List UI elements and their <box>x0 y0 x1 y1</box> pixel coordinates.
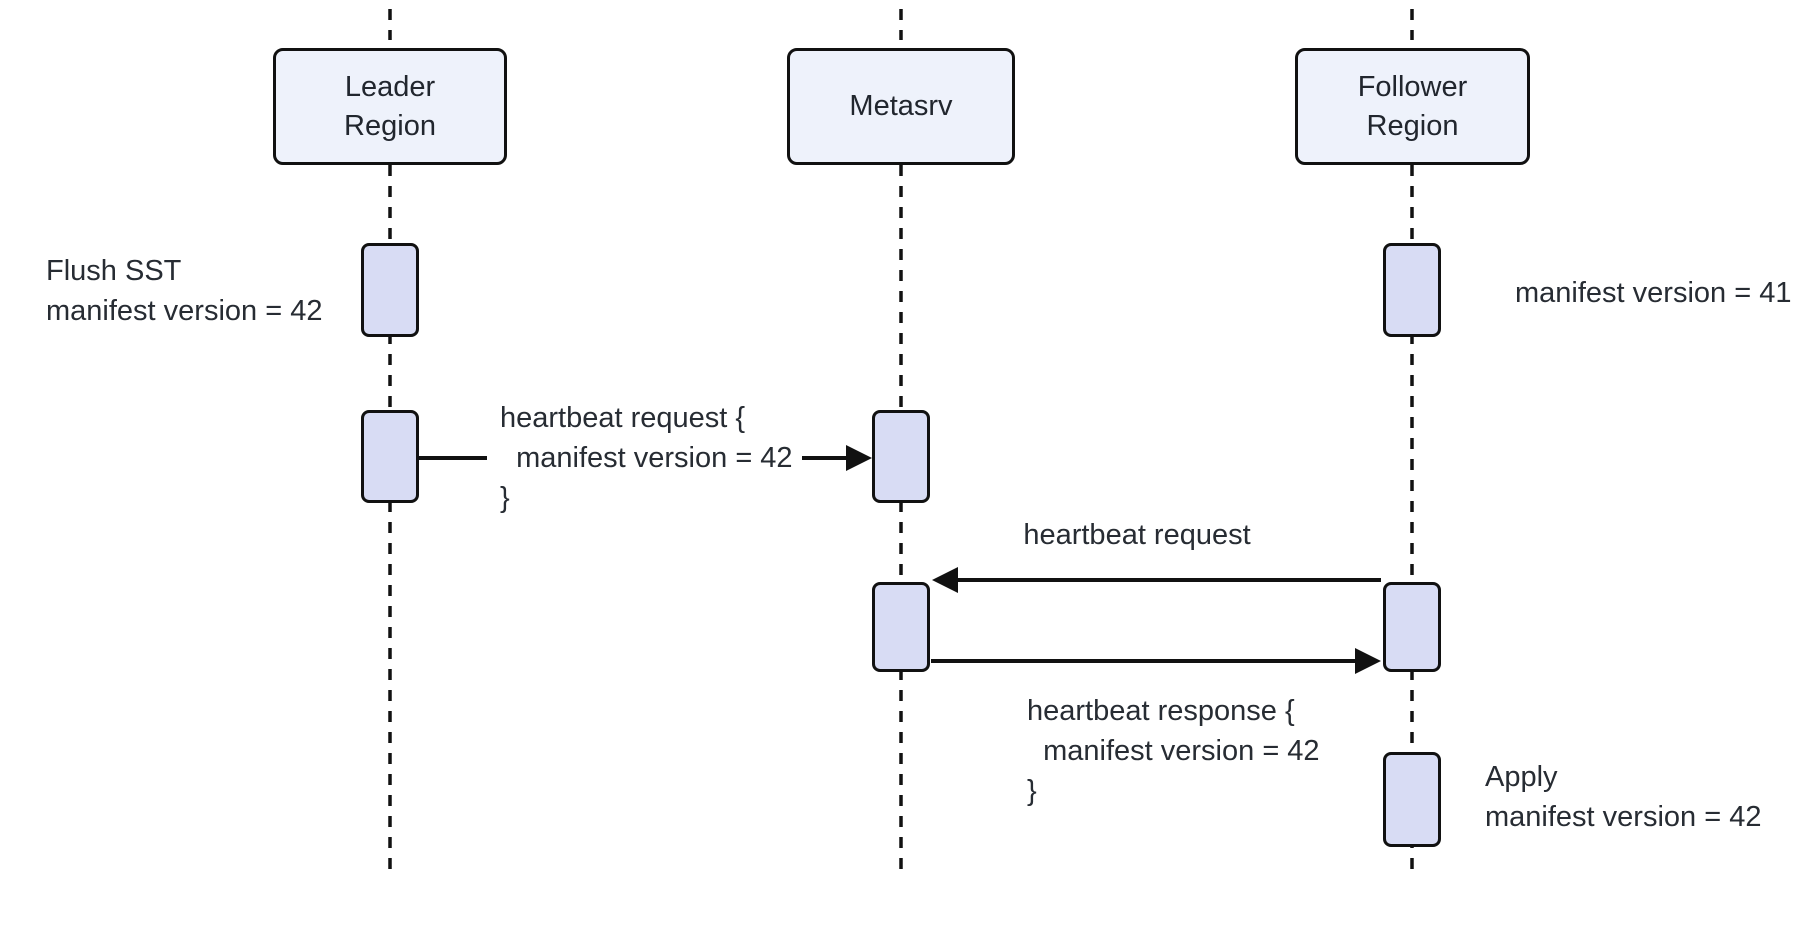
message-label-heartbeat-response: heartbeat response { manifest version = … <box>1027 695 1320 807</box>
message-label-heartbeat-request-leader: heartbeat request { manifest version = 4… <box>500 402 793 514</box>
arrowhead-into-follower <box>1355 648 1381 674</box>
annotation-manifest-version-41: manifest version = 41 <box>1515 277 1792 309</box>
annotation-flush-sst: Flush SST manifest version = 42 <box>46 255 323 327</box>
activation-leader-flush <box>361 243 419 337</box>
participant-follower-region: Follower Region <box>1295 48 1530 165</box>
annotation-apply: Apply manifest version = 42 <box>1485 761 1762 833</box>
arrowhead-into-metasrv <box>846 445 872 471</box>
activation-follower-initial <box>1383 243 1441 337</box>
participant-metasrv: Metasrv <box>787 48 1015 165</box>
activation-follower-heartbeat <box>1383 582 1441 672</box>
participant-leader-region: Leader Region <box>273 48 507 165</box>
message-label-heartbeat-request-follower: heartbeat request <box>1023 519 1251 551</box>
activation-follower-apply <box>1383 752 1441 847</box>
activation-leader-heartbeat <box>361 410 419 503</box>
activation-metasrv-leader-heartbeat <box>872 410 930 503</box>
arrowhead-into-metasrv-2 <box>932 567 958 593</box>
activation-metasrv-follower-heartbeat <box>872 582 930 672</box>
